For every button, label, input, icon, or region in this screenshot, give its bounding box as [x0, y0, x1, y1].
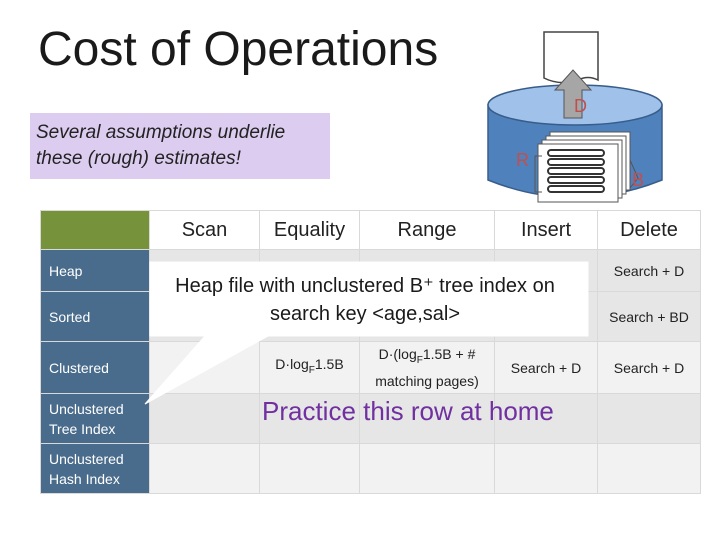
table-cell: [359, 443, 495, 494]
col-header-insert: Insert: [494, 210, 598, 250]
row-header-heap: Heap: [40, 249, 150, 292]
col-header-range: Range: [359, 210, 495, 250]
table-cell-clustered-equality: D·logF1.5B: [259, 341, 360, 394]
table-cell-clustered-insert: Search + D: [494, 341, 598, 394]
table-cell-clustered-delete: Search + D: [597, 341, 701, 394]
table-cell: [597, 393, 701, 444]
col-header-scan: Scan: [149, 210, 260, 250]
label-r: R: [516, 150, 529, 170]
assumption-line-2: these (rough) estimates!: [36, 148, 241, 169]
table-cell-sorted-delete: Search + BD: [597, 291, 701, 342]
disk-diagram: D R B: [487, 31, 663, 203]
records-icon: [547, 149, 605, 193]
col-header-delete: Delete: [597, 210, 701, 250]
table-cell: [149, 393, 260, 444]
corner-header: [40, 210, 150, 250]
table-cell: [494, 443, 598, 494]
assumption-note: Several assumptions underlie these (roug…: [30, 113, 330, 179]
callout-line-1: Heap file with unclustered B⁺ tree index…: [175, 275, 555, 297]
label-b: B: [632, 170, 644, 190]
assumption-line-1: Several assumptions underlie: [36, 122, 286, 143]
table-cell: [597, 443, 701, 494]
cost-table: Scan Equality Range Insert Delete Heap S…: [40, 210, 701, 494]
table-cell-clustered-range: D·(logF1.5B + #matching pages): [359, 341, 495, 394]
table-cell-heap-delete: Search + D: [597, 249, 701, 292]
col-header-equality: Equality: [259, 210, 360, 250]
row-header-sorted: Sorted: [40, 291, 150, 342]
page-title: Cost of Operations: [38, 23, 439, 76]
row-header-clustered: Clustered: [40, 341, 150, 394]
callout-line-2: search key <age,sal>: [269, 303, 461, 325]
table-cell: [149, 443, 260, 494]
label-d: D: [574, 96, 587, 116]
practice-note: Practice this row at home: [262, 396, 554, 426]
table-cell: [149, 341, 260, 394]
table-cell: [259, 443, 360, 494]
callout-text: Heap file with unclustered B⁺ tree index…: [145, 272, 585, 328]
up-arrow-icon: [553, 69, 593, 119]
